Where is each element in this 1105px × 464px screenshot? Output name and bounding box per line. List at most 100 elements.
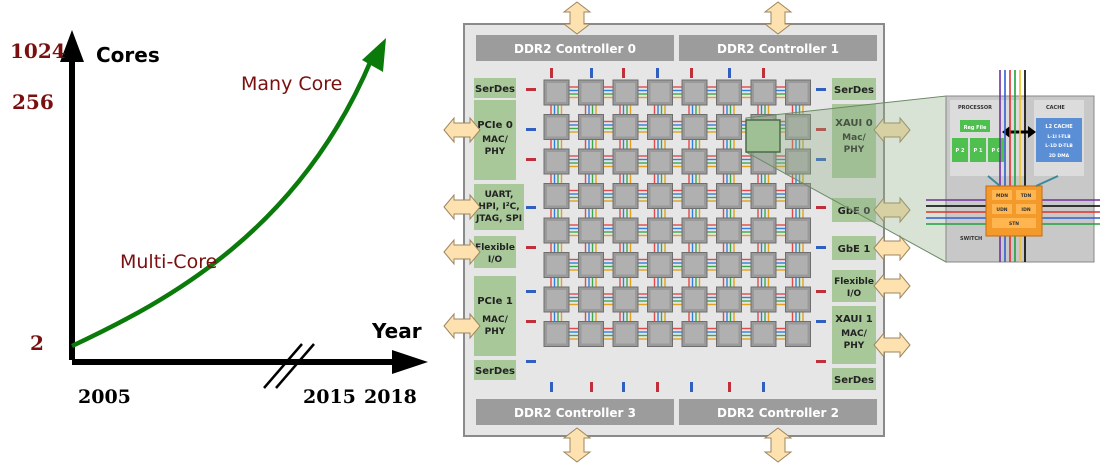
side-double-arrow [443,312,481,340]
cache-inner [1036,118,1082,162]
mesh-tile-core [581,255,601,275]
right-xaui0-label-1: XAUI 0 [835,118,872,129]
tile-internal-links [987,175,1059,187]
y-tick-256: 256 [12,90,54,114]
x-tick-2018: 2018 [364,386,417,408]
switch-cell-mdn-label: MDN [996,193,1008,199]
mesh-tile-core [754,221,773,240]
mesh-tile-core [616,83,635,102]
mesh-tile-core [650,186,670,206]
pipe-2 [952,138,968,162]
external-arrows [562,1,793,463]
mesh-tile-core [754,255,773,275]
x-axis-arrowhead [392,350,428,374]
chip-outline [463,23,885,437]
side-double-arrow [443,193,481,221]
edge-arrow-top [690,68,693,78]
side-double-arrow [873,331,911,359]
cache-line-2: L-1D D-TLB [1045,143,1073,149]
mesh-tile-core [581,186,601,206]
switch-cell-tdn [1016,190,1036,200]
mesh-tile-core [650,83,670,102]
mesh-tile-core [685,83,704,102]
axis-break-mark [263,343,315,389]
cache-line-0: L2 CACHE [1045,124,1073,130]
cache-line-3: 2D DMA [1049,153,1070,159]
left-pcie1-label-1: PCIe 1 [477,296,513,307]
side-io-arrows [443,116,911,359]
mesh-tile-core [581,290,601,309]
mesh-tile-core [650,152,670,171]
switch-cell-stn-label: STN [1009,221,1019,227]
external-double-arrow [763,427,793,463]
right-xaui1-label-1: XAUI 1 [835,314,872,325]
edge-arrow-right [816,246,826,249]
edge-arrow-right [816,206,826,209]
mesh-tile-core [650,117,670,137]
mesh-tile-core [581,83,601,102]
right-gbe1 [832,236,876,260]
mesh-tile-core [788,290,808,309]
x-tick-2015: 2015 [303,386,356,408]
edge-arrow-left [526,360,536,363]
edge-arrow-top [762,68,765,78]
left-pcie1-label-2: MAC/ [482,315,509,325]
left-pcie0 [474,100,516,180]
mesh-tile-core [719,221,739,240]
edge-arrow-top [656,68,659,78]
mesh-tile-core [547,221,566,240]
mesh-tile-core [547,255,566,275]
label-multi-core: Multi-Core [120,251,217,273]
mesh-tile-core [685,186,704,206]
switch-cell-mdn [992,190,1012,200]
side-double-arrow [873,272,911,300]
mesh-tile-core [788,221,808,240]
right-xaui0-label-3: PHY [844,145,865,155]
switch-cell-idn [1016,204,1036,214]
left-flexible-io-label-1: Flexible [475,243,515,253]
left-flexible-io-label-2: I/O [488,255,503,265]
mesh-tile-core [719,290,739,309]
mesh-tile-core [685,324,704,344]
pipe-0-label: P 0 [992,148,1001,154]
mesh-tile-core [754,186,773,206]
mesh-tile-core [650,290,670,309]
cache-label: CACHE [1046,105,1065,111]
ddr2-controller-0 [476,35,674,61]
mesh-tile-core [547,152,566,171]
mesh-tile-core [754,324,773,344]
y-axis-label: Cores [96,43,160,67]
ddr2-controller-2 [679,399,877,425]
external-double-arrow [562,1,592,35]
mesh-tile-core [650,324,670,344]
mesh-tile-core [650,221,670,240]
left-uart-label-1: UART, [485,190,514,200]
mesh-tile-core [650,255,670,275]
edge-arrow-right [816,158,826,161]
ddr2-controller-0-label: DDR2 Controller 0 [514,42,636,56]
right-flexible-io [832,270,876,302]
mesh-tile-core [616,255,635,275]
edge-arrow-right [816,290,826,293]
mesh-tile-core [788,255,808,275]
mesh-tile-core [719,152,739,171]
reg-file-label: Reg File [964,125,987,131]
mesh-tile-core [616,324,635,344]
right-serdes-bottom-label: SerDes [834,375,874,386]
mesh-tile-core [547,324,566,344]
mesh-tile-core [547,117,566,137]
edge-arrow-left [526,320,536,323]
ddr2-controller-3 [476,399,674,425]
switch-cell-tdn-label: TDN [1021,193,1032,199]
mesh-tile-core [616,290,635,309]
edge-arrow-right [816,88,826,91]
right-serdes-top-label: SerDes [834,85,874,96]
mesh-tile-core [788,324,808,344]
mesh-tile-core [719,186,739,206]
pipe-1-label: P 1 [974,148,983,154]
growth-curve [71,57,375,349]
mesh-tile-core [581,152,601,171]
pipe-2-label: P 2 [956,148,965,154]
right-flexible-io-label-2: I/O [847,289,862,299]
left-uart [474,184,524,230]
